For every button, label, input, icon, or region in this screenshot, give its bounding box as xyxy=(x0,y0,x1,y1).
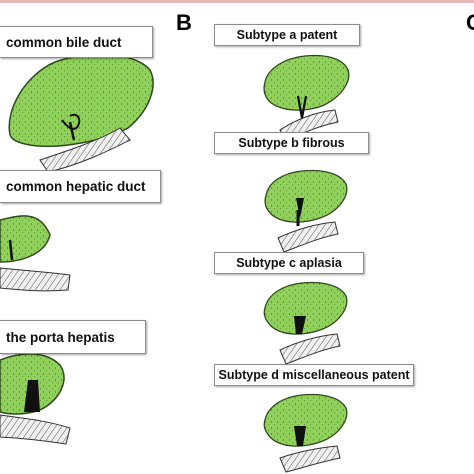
top-border-strip xyxy=(0,0,474,3)
label-text: Subtype b fibrous xyxy=(238,136,345,150)
liver-illustration-subtype-b xyxy=(264,169,348,253)
label-text: common hepatic duct xyxy=(6,179,146,194)
liver-illustration-subtype-a xyxy=(263,54,350,143)
liver-illustration-left-3 xyxy=(0,353,71,445)
liver-illustration-subtype-c xyxy=(263,281,348,365)
label-text: Subtype d miscellaneous patent xyxy=(218,368,410,382)
label-common-hepatic-duct: common hepatic duct xyxy=(0,170,161,203)
label-subtype-b: Subtype b fibrous xyxy=(214,132,369,154)
label-text: Subtype c aplasia xyxy=(236,256,342,270)
liver-illustration-subtype-d xyxy=(263,393,348,473)
panel-letter-c-partial: C xyxy=(466,10,474,35)
label-subtype-d: Subtype d miscellaneous patent xyxy=(214,364,414,386)
label-text: common bile duct xyxy=(6,34,122,50)
label-porta-hepatis: the porta hepatis xyxy=(0,320,146,354)
label-subtype-c: Subtype c aplasia xyxy=(214,252,364,274)
label-subtype-a: Subtype a patent xyxy=(214,24,360,46)
liver-illustration-left-2 xyxy=(0,215,71,292)
label-text: the porta hepatis xyxy=(6,329,115,345)
panel-letter-b: B xyxy=(176,10,192,35)
label-text: Subtype a patent xyxy=(236,28,338,42)
liver-illustration-left-1 xyxy=(8,53,154,173)
label-common-bile-duct: common bile duct xyxy=(0,26,153,58)
